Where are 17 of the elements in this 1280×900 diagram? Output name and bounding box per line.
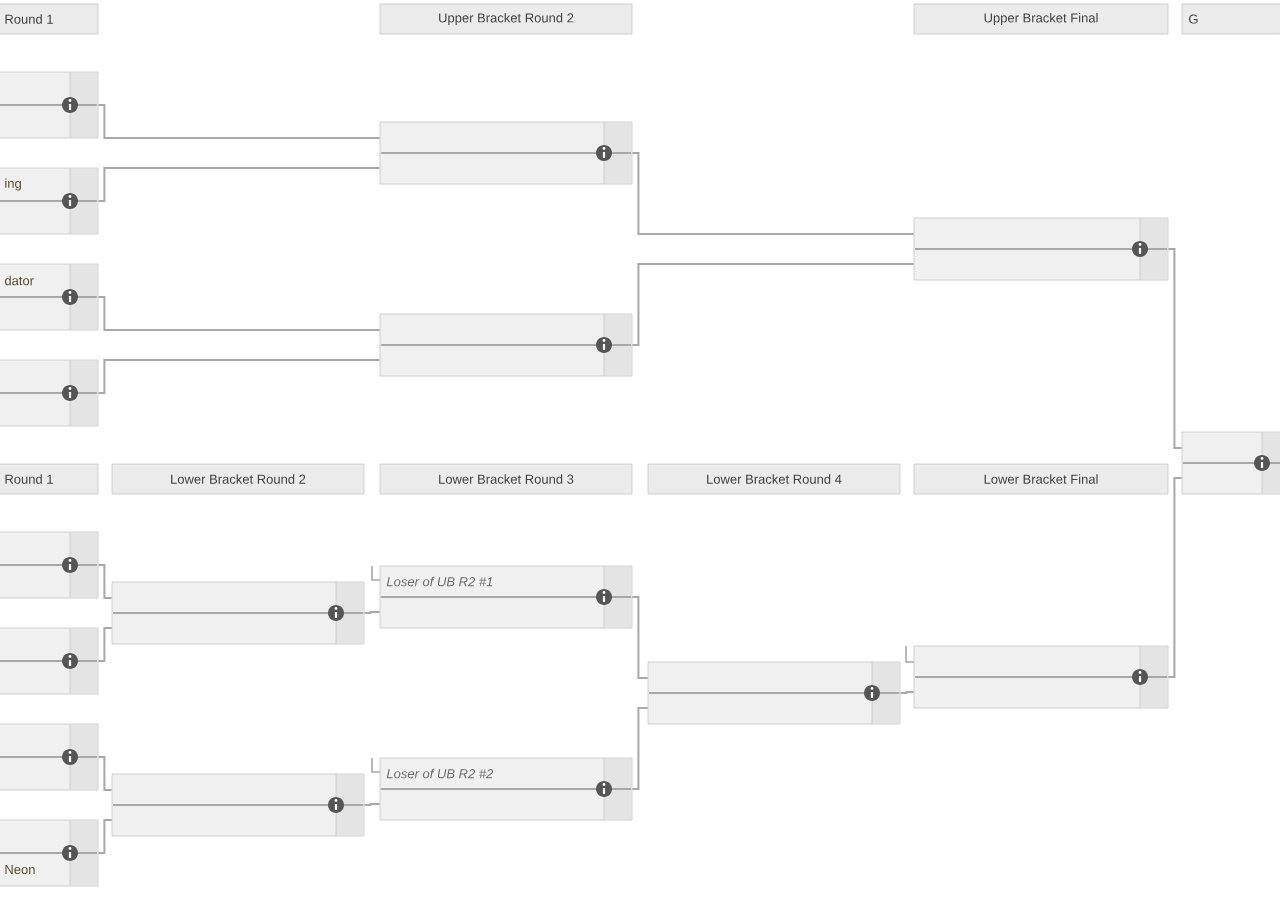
bracket-connector (1167, 477, 1183, 678)
bracket-connector (97, 104, 381, 139)
bracket-connector (97, 819, 113, 854)
bracket-connector (97, 167, 381, 202)
bracket-connector (899, 691, 915, 694)
bracket-connector (97, 756, 113, 791)
bracket-connector (363, 611, 381, 614)
bracket-connector (97, 296, 381, 331)
bracket-connector (631, 707, 649, 790)
bracket-connector (631, 596, 649, 679)
bracket-connector (97, 627, 113, 662)
bracket-connector (631, 263, 915, 346)
bracket-connector (631, 152, 915, 235)
bracket-connector (363, 803, 381, 806)
bracket-connector (1167, 248, 1183, 449)
bracket-connector (97, 359, 381, 394)
bracket-connector (97, 564, 113, 599)
